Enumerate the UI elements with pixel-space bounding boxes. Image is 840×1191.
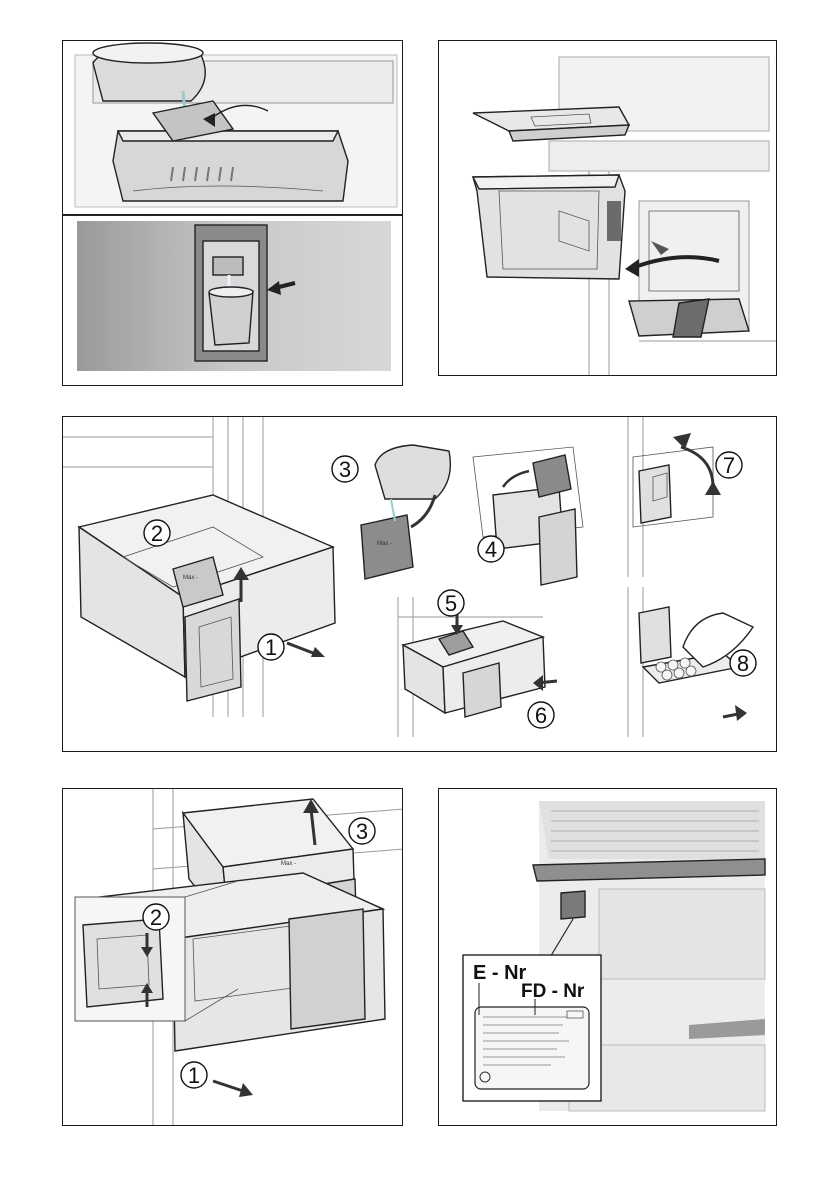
e-nr-label: E - Nr	[473, 962, 527, 984]
svg-text:1: 1	[265, 635, 277, 660]
water-dispenser-illustration	[63, 41, 403, 386]
panel-ice-container	[438, 40, 777, 376]
svg-text:Max -: Max -	[377, 541, 392, 547]
panel-drawer-removal: Max - 3 2 1	[62, 788, 403, 1126]
step-badge-1: 1	[258, 634, 284, 660]
svg-text:5: 5	[445, 591, 457, 616]
step-badge-7: 7	[716, 452, 742, 478]
max-mark-left: Max -	[183, 575, 198, 581]
svg-text:3: 3	[339, 457, 351, 482]
svg-text:2: 2	[150, 905, 162, 930]
svg-text:1: 1	[188, 1063, 200, 1088]
rating-plate-illustration: E - Nr FD - Nr	[439, 789, 777, 1126]
step-badge-4: 4	[478, 536, 504, 562]
panel-water-dispenser	[62, 40, 403, 386]
svg-text:8: 8	[737, 651, 749, 676]
fd-nr-label: FD - Nr	[521, 981, 585, 1002]
drawer-step-badge-1: 1	[181, 1062, 207, 1088]
svg-text:3: 3	[356, 819, 368, 844]
ice-container-illustration	[439, 41, 777, 376]
svg-text:7: 7	[723, 453, 735, 478]
step-badge-8: 8	[730, 650, 756, 676]
ice-cube-tray-illustration: Max - 1 2 Max - 3	[63, 417, 777, 752]
drawer-step-badge-2: 2	[143, 904, 169, 930]
drawer-step-badge-3: 3	[349, 818, 375, 844]
svg-text:4: 4	[485, 537, 497, 562]
svg-text:2: 2	[151, 521, 163, 546]
rating-plate-label	[475, 1007, 589, 1089]
panel-rating-plate: E - Nr FD - Nr	[438, 788, 777, 1126]
step-badge-2: 2	[144, 520, 170, 546]
step-badge-6: 6	[528, 702, 554, 728]
panel-ice-cube-tray-steps: Max - 1 2 Max - 3	[62, 416, 777, 752]
step-badge-5: 5	[438, 590, 464, 616]
step-badge-3: 3	[332, 456, 358, 482]
svg-text:6: 6	[535, 703, 547, 728]
